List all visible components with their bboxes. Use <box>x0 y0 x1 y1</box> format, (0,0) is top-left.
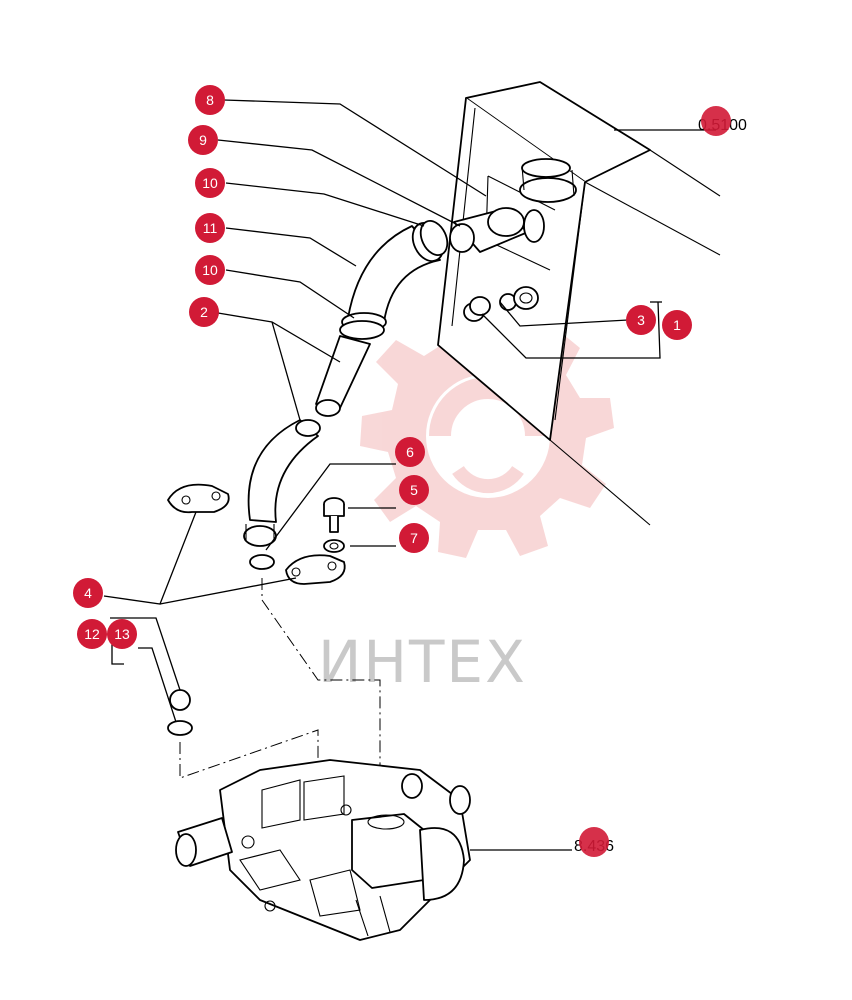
svg-text:12: 12 <box>84 626 100 642</box>
callout-5: 5 <box>399 475 429 505</box>
svg-text:4: 4 <box>84 585 92 601</box>
svg-text:7: 7 <box>410 530 418 546</box>
bolt <box>323 497 345 533</box>
o-ring <box>249 554 275 570</box>
leader-lines <box>103 99 716 851</box>
svg-text:2: 2 <box>200 304 208 320</box>
callout-11: 11 <box>195 213 225 243</box>
callout-2: 2 <box>189 297 219 327</box>
fitting-plug <box>463 286 539 322</box>
svg-text:3: 3 <box>637 312 645 328</box>
watermark-text: ИНТЕХ <box>318 628 527 696</box>
callout-10-lower: 10 <box>195 255 225 285</box>
ref-marker-bottom <box>579 827 609 857</box>
ref-marker-top <box>701 106 731 136</box>
callout-4: 4 <box>73 578 103 608</box>
svg-text:11: 11 <box>203 220 218 236</box>
callout-9: 9 <box>188 125 218 155</box>
callout-1: 1 <box>662 310 692 340</box>
suction-hose <box>339 220 449 340</box>
control-valve <box>175 759 471 941</box>
svg-text:8: 8 <box>206 92 214 108</box>
callout-10-upper: 10 <box>195 168 225 198</box>
svg-text:10: 10 <box>202 262 218 278</box>
hose-adapter <box>449 207 545 253</box>
svg-text:10: 10 <box>202 175 218 191</box>
callout-12: 12 <box>77 619 107 649</box>
svg-text:5: 5 <box>410 482 418 498</box>
svg-text:13: 13 <box>114 626 130 642</box>
assembly-guide-lines <box>179 578 381 820</box>
callout-6: 6 <box>395 437 425 467</box>
connector-fitting <box>167 689 193 736</box>
flange-half-lower <box>285 554 346 585</box>
flange-half-upper <box>167 483 230 514</box>
callout-13: 13 <box>107 619 137 649</box>
callout-7: 7 <box>399 523 429 553</box>
callout-3: 3 <box>626 305 656 335</box>
pressure-tube <box>243 335 371 547</box>
svg-text:6: 6 <box>406 444 414 460</box>
callout-8: 8 <box>195 85 225 115</box>
svg-text:9: 9 <box>199 132 207 148</box>
spring-washer <box>323 539 345 553</box>
svg-text:1: 1 <box>673 317 681 333</box>
